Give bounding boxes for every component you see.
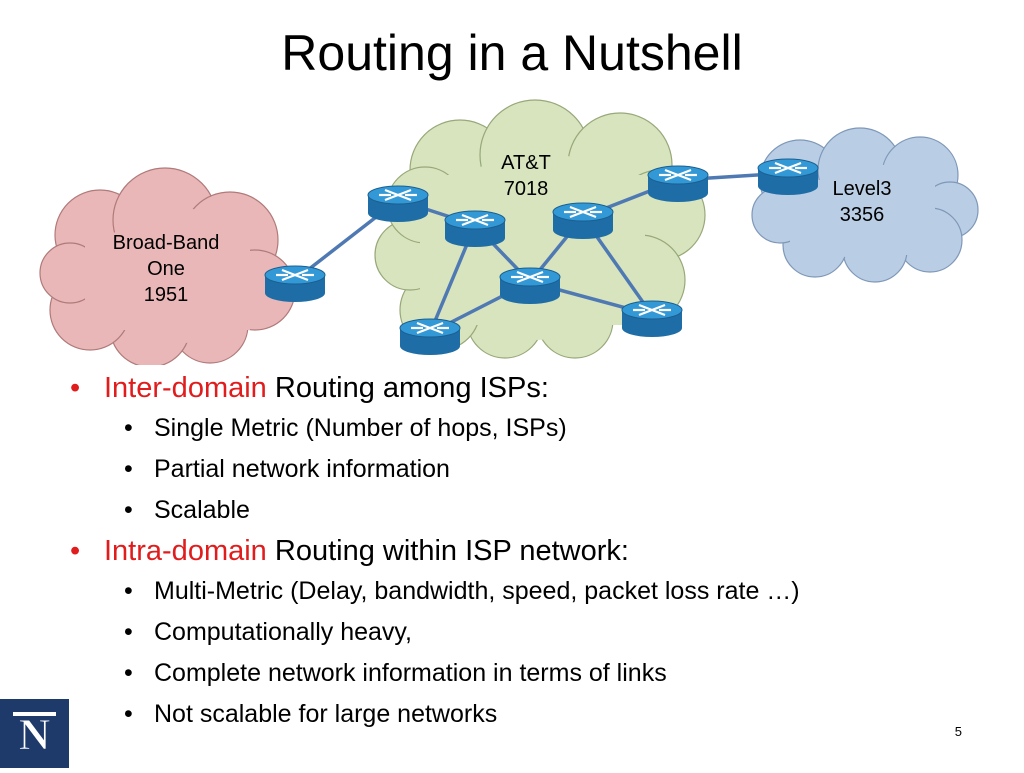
router-icon bbox=[646, 164, 710, 204]
router-icon bbox=[443, 209, 507, 249]
sub-bullet: Single Metric (Number of hops, ISPs) bbox=[70, 408, 1010, 449]
network-diagram bbox=[39, 99, 979, 365]
router-icon bbox=[620, 299, 684, 339]
sub-bullet: Multi-Metric (Delay, bandwidth, speed, p… bbox=[70, 571, 1010, 612]
sub-bullet: Scalable bbox=[70, 490, 1010, 531]
cloud-name: AT&T bbox=[501, 152, 551, 174]
cloud-as-number: 7018 bbox=[503, 178, 549, 200]
cloud-level3 bbox=[751, 127, 979, 283]
bullet-inter-domain: Inter-domain Routing among ISPs: bbox=[70, 368, 1010, 408]
sub-bullet: Complete network information in terms of… bbox=[70, 653, 1010, 694]
svg-text:N: N bbox=[19, 710, 51, 759]
router-icon bbox=[398, 317, 462, 357]
router-icon bbox=[263, 264, 327, 304]
cloud-broadband-one bbox=[39, 167, 296, 365]
bullet-intra-domain: Intra-domain Routing within ISP network: bbox=[70, 531, 1010, 571]
cloud-as-number: 1951 bbox=[143, 284, 189, 306]
bullet-list: Inter-domain Routing among ISPs: Single … bbox=[70, 368, 1010, 735]
router-icon bbox=[498, 266, 562, 306]
bullet-text: Routing among ISPs: bbox=[266, 372, 549, 404]
router-icon bbox=[551, 201, 615, 241]
cloud-label-att: AT&T 7018 bbox=[476, 150, 576, 202]
router-icon bbox=[756, 157, 820, 197]
sub-bullet: Not scalable for large networks bbox=[70, 694, 1010, 735]
router-icon bbox=[366, 184, 430, 224]
university-n-logo-icon: N bbox=[0, 699, 69, 768]
bullet-highlight: Intra-domain bbox=[104, 535, 267, 567]
cloud-label-broadband: Broad-Band One 1951 bbox=[96, 230, 236, 308]
sub-bullet: Computationally heavy, bbox=[70, 612, 1010, 653]
cloud-as-number: 3356 bbox=[839, 204, 885, 226]
cloud-name: Level3 bbox=[832, 178, 892, 200]
sub-bullet: Partial network information bbox=[70, 449, 1010, 490]
cloud-name: Broad-Band bbox=[112, 232, 220, 254]
slide-title: Routing in a Nutshell bbox=[281, 25, 743, 81]
bullet-text: Routing within ISP network: bbox=[266, 535, 629, 567]
page-number: 5 bbox=[954, 724, 962, 739]
cloud-label-level3: Level3 3356 bbox=[812, 176, 912, 228]
cloud-name-line2: One bbox=[147, 258, 185, 280]
bullet-highlight: Inter-domain bbox=[104, 372, 267, 404]
